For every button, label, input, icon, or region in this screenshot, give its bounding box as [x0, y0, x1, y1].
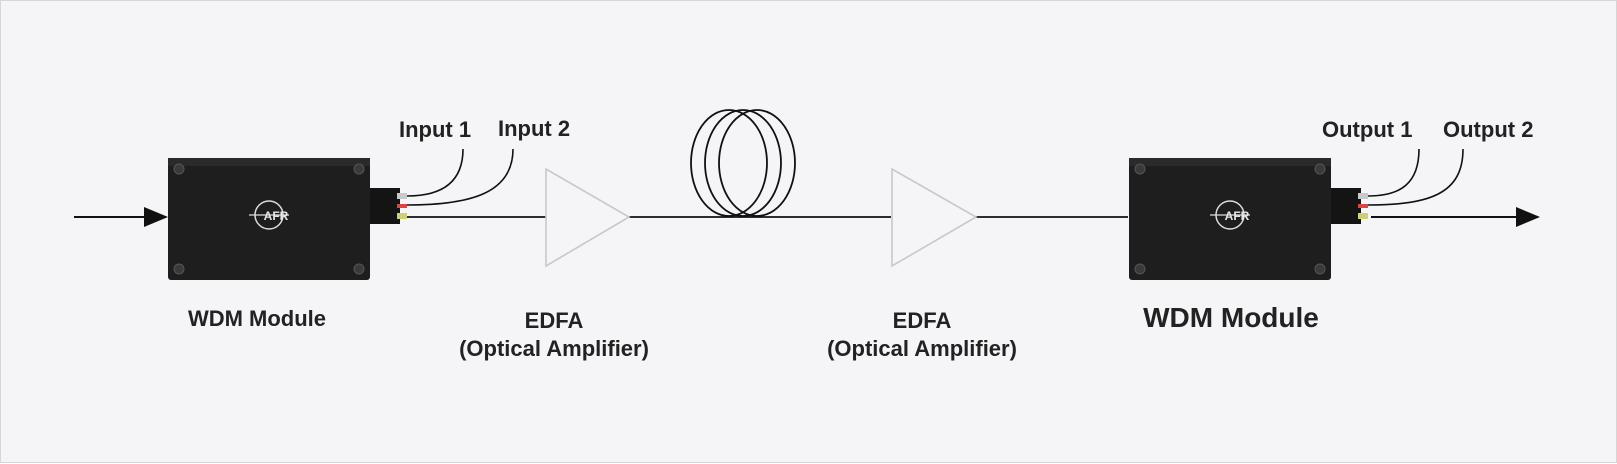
output2-fiber	[1367, 148, 1464, 206]
input1-label: Input 1	[399, 117, 472, 142]
input1-fiber	[406, 148, 464, 197]
wdm-module-right-icon	[1129, 158, 1368, 280]
edfa2-caption-line2: (Optical Amplifier)	[827, 336, 1017, 361]
output1-fiber	[1367, 148, 1420, 197]
edfa1-caption-line2: (Optical Amplifier)	[459, 336, 649, 361]
edfa-amplifier-2-icon	[891, 167, 978, 268]
wdm-module-right-caption: WDM Module	[1143, 302, 1319, 333]
edfa-amplifier-1-icon	[545, 167, 631, 268]
input2-label: Input 2	[498, 116, 571, 141]
output1-label: Output 1	[1322, 117, 1413, 142]
wdm-module-left-icon	[168, 158, 407, 280]
output2-label: Output 2	[1443, 117, 1534, 142]
afr-logo-right-text: AFR	[1225, 209, 1250, 223]
wdm-module-left-caption: WDM Module	[187, 306, 327, 331]
input2-fiber	[406, 148, 514, 206]
edfa1-caption-line1: EDFA	[524, 308, 584, 333]
afr-logo-left-text: AFR	[264, 209, 289, 223]
edfa2-caption-line1: EDFA	[892, 308, 952, 333]
fiber-spool-icon	[690, 109, 796, 217]
